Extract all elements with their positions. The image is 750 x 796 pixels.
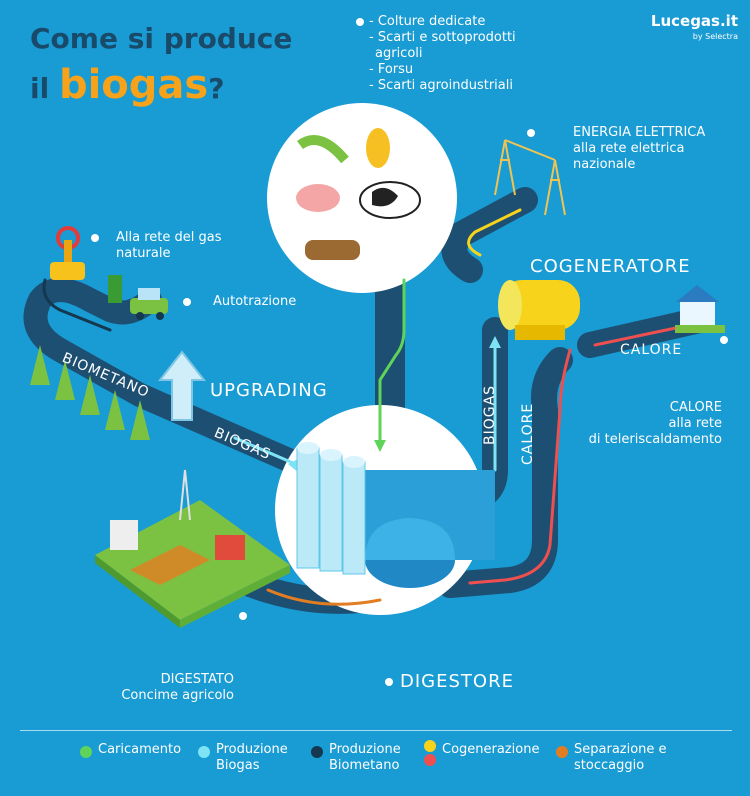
bullet-dot-icon bbox=[239, 612, 247, 620]
bullet-dot-icon bbox=[356, 18, 364, 26]
legend-cogenerazione-dot2 bbox=[424, 754, 436, 766]
legend-biometano-dot bbox=[311, 746, 323, 758]
bullet-dot-icon bbox=[183, 298, 191, 306]
brand-sub: by Selectra bbox=[692, 32, 738, 41]
legend-cogenerazione-label: Cogenerazione bbox=[442, 742, 540, 757]
title-line2: il biogas? bbox=[30, 62, 225, 108]
calore-vertical-label: CALORE bbox=[520, 402, 536, 465]
legend-cogenerazione-dot bbox=[424, 740, 436, 752]
biogas-vertical-label: BIOGAS bbox=[482, 384, 498, 445]
legend-caricamento-dot bbox=[80, 746, 92, 758]
bullet-dot-icon bbox=[720, 336, 728, 344]
bullet-dot-icon bbox=[527, 129, 535, 137]
title-highlight: biogas bbox=[58, 62, 209, 108]
autotrazione-label: Autotrazione bbox=[213, 294, 297, 309]
title-line1: Come si produce bbox=[30, 22, 293, 55]
gas-grid-note: Alla rete del gas naturale bbox=[116, 230, 222, 261]
calore-path-label: CALORE bbox=[620, 342, 683, 358]
calore-note: CALORE alla rete di teleriscaldamento bbox=[588, 400, 722, 447]
legend-separazione-dot bbox=[556, 746, 568, 758]
legend-biogas-dot bbox=[198, 746, 210, 758]
bullet-dot-icon bbox=[385, 678, 393, 686]
bullet-dot-icon bbox=[91, 234, 99, 242]
digestato-note: DIGESTATO Concime agricolo bbox=[121, 672, 234, 703]
legend-separator bbox=[20, 730, 732, 731]
inputs-list: - Colture dedicate - Scarti e sottoprodo… bbox=[369, 14, 516, 93]
upgrading-label: UPGRADING bbox=[210, 380, 328, 401]
brand-logo[interactable]: Lucegas.it bbox=[650, 12, 738, 30]
cogeneratore-label: COGENERATORE bbox=[530, 256, 691, 277]
legend-caricamento-label: Caricamento bbox=[98, 742, 182, 757]
energy-note: ENERGIA ELETTRICA alla rete elettrica na… bbox=[573, 125, 706, 172]
digestore-label: DIGESTORE bbox=[400, 671, 514, 692]
